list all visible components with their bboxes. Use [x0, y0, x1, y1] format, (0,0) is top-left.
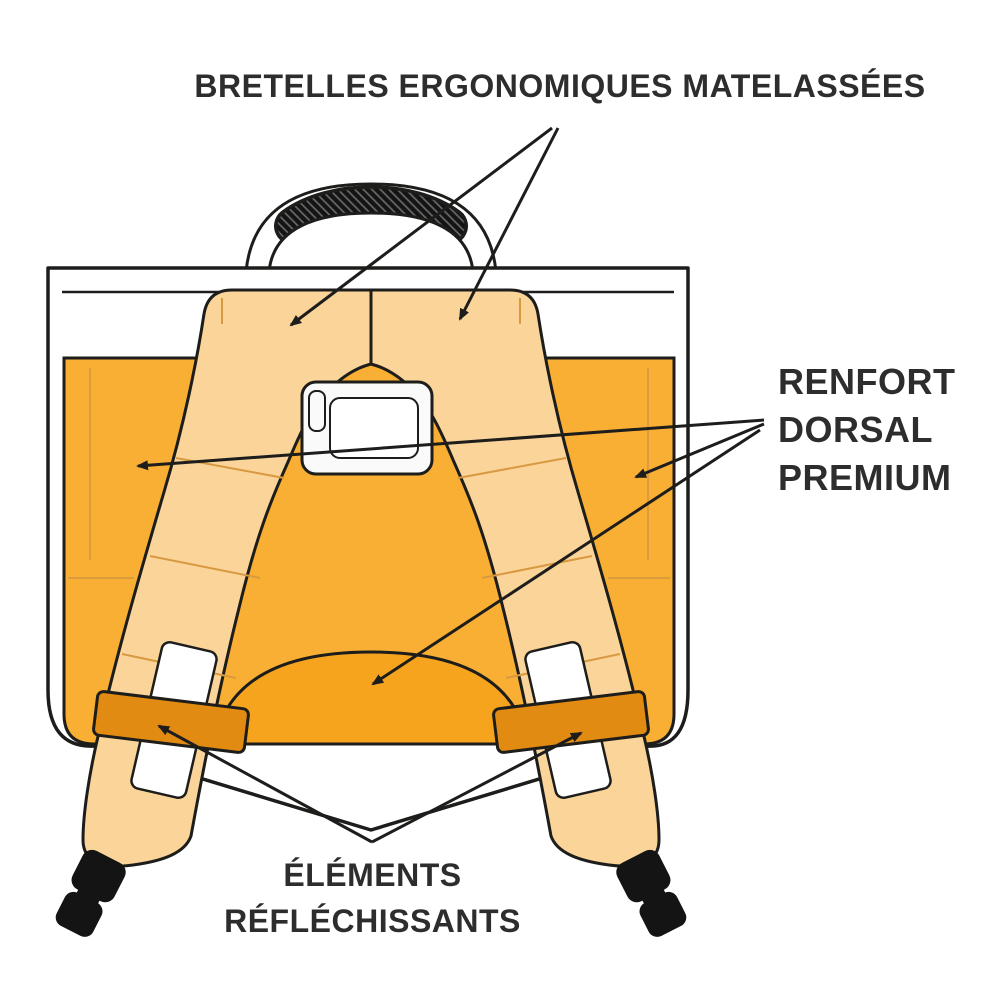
- label-reflective-elements: ÉLÉMENTS RÉFLÉCHISSANTS: [175, 852, 570, 944]
- back-panel-stitching: [68, 368, 670, 579]
- label-dorsal-line3: PREMIUM: [778, 457, 952, 498]
- arrow-straps-left: [289, 126, 553, 327]
- arrow-dorsal-right: [634, 422, 765, 479]
- label-shoulder-straps: BRETELLES ERGONOMIQUES MATELASSÉES: [194, 68, 926, 104]
- arrow-dorsal-lumbar: [371, 428, 761, 686]
- label-dorsal-reinforcement: RENFORT DORSAL PREMIUM: [778, 358, 956, 502]
- label-reflective-line1: ÉLÉMENTS: [283, 857, 462, 893]
- arrow-reflective-right: [371, 731, 583, 844]
- label-dorsal-line2: DORSAL: [778, 409, 933, 450]
- annotation-arrows: [136, 126, 765, 844]
- strap-band-left: [92, 690, 250, 754]
- arrow-straps-right: [458, 127, 560, 321]
- arrow-dorsal-left: [136, 418, 765, 471]
- strap-clip-left: [55, 849, 126, 937]
- arrow-reflective-left: [157, 724, 373, 844]
- lumbar-pad: [212, 650, 530, 746]
- label-dorsal-line1: RENFORT: [778, 361, 956, 402]
- label-reflective-line2: RÉFLÉCHISSANTS: [224, 903, 521, 939]
- strap-clip-right: [616, 849, 687, 937]
- name-tag-window: [300, 380, 434, 476]
- strap-band-right: [492, 690, 650, 754]
